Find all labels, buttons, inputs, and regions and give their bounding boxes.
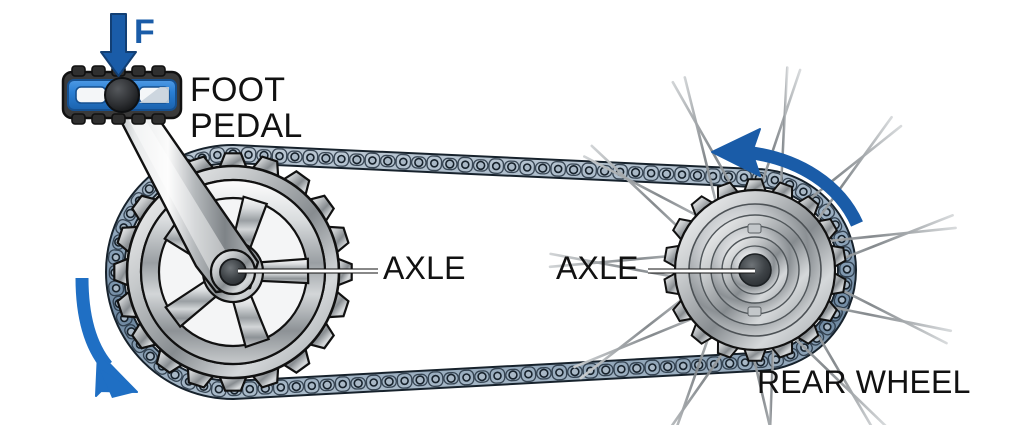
axle-label-right: AXLE <box>556 250 639 286</box>
rear-wheel-label: REAR WHEEL <box>757 364 971 400</box>
axle-label-left: AXLE <box>383 250 466 286</box>
foot-pedal-label-line1: FOOT <box>190 71 286 109</box>
crank-arm <box>106 90 260 296</box>
rear-rotation-arrow <box>711 128 863 227</box>
foot-pedal <box>61 65 183 125</box>
front-rotation-arrow <box>75 277 138 398</box>
force-arrow-down <box>100 13 137 77</box>
foot-pedal-label-line2: PEDAL <box>190 107 303 146</box>
force-label: F <box>134 13 155 51</box>
